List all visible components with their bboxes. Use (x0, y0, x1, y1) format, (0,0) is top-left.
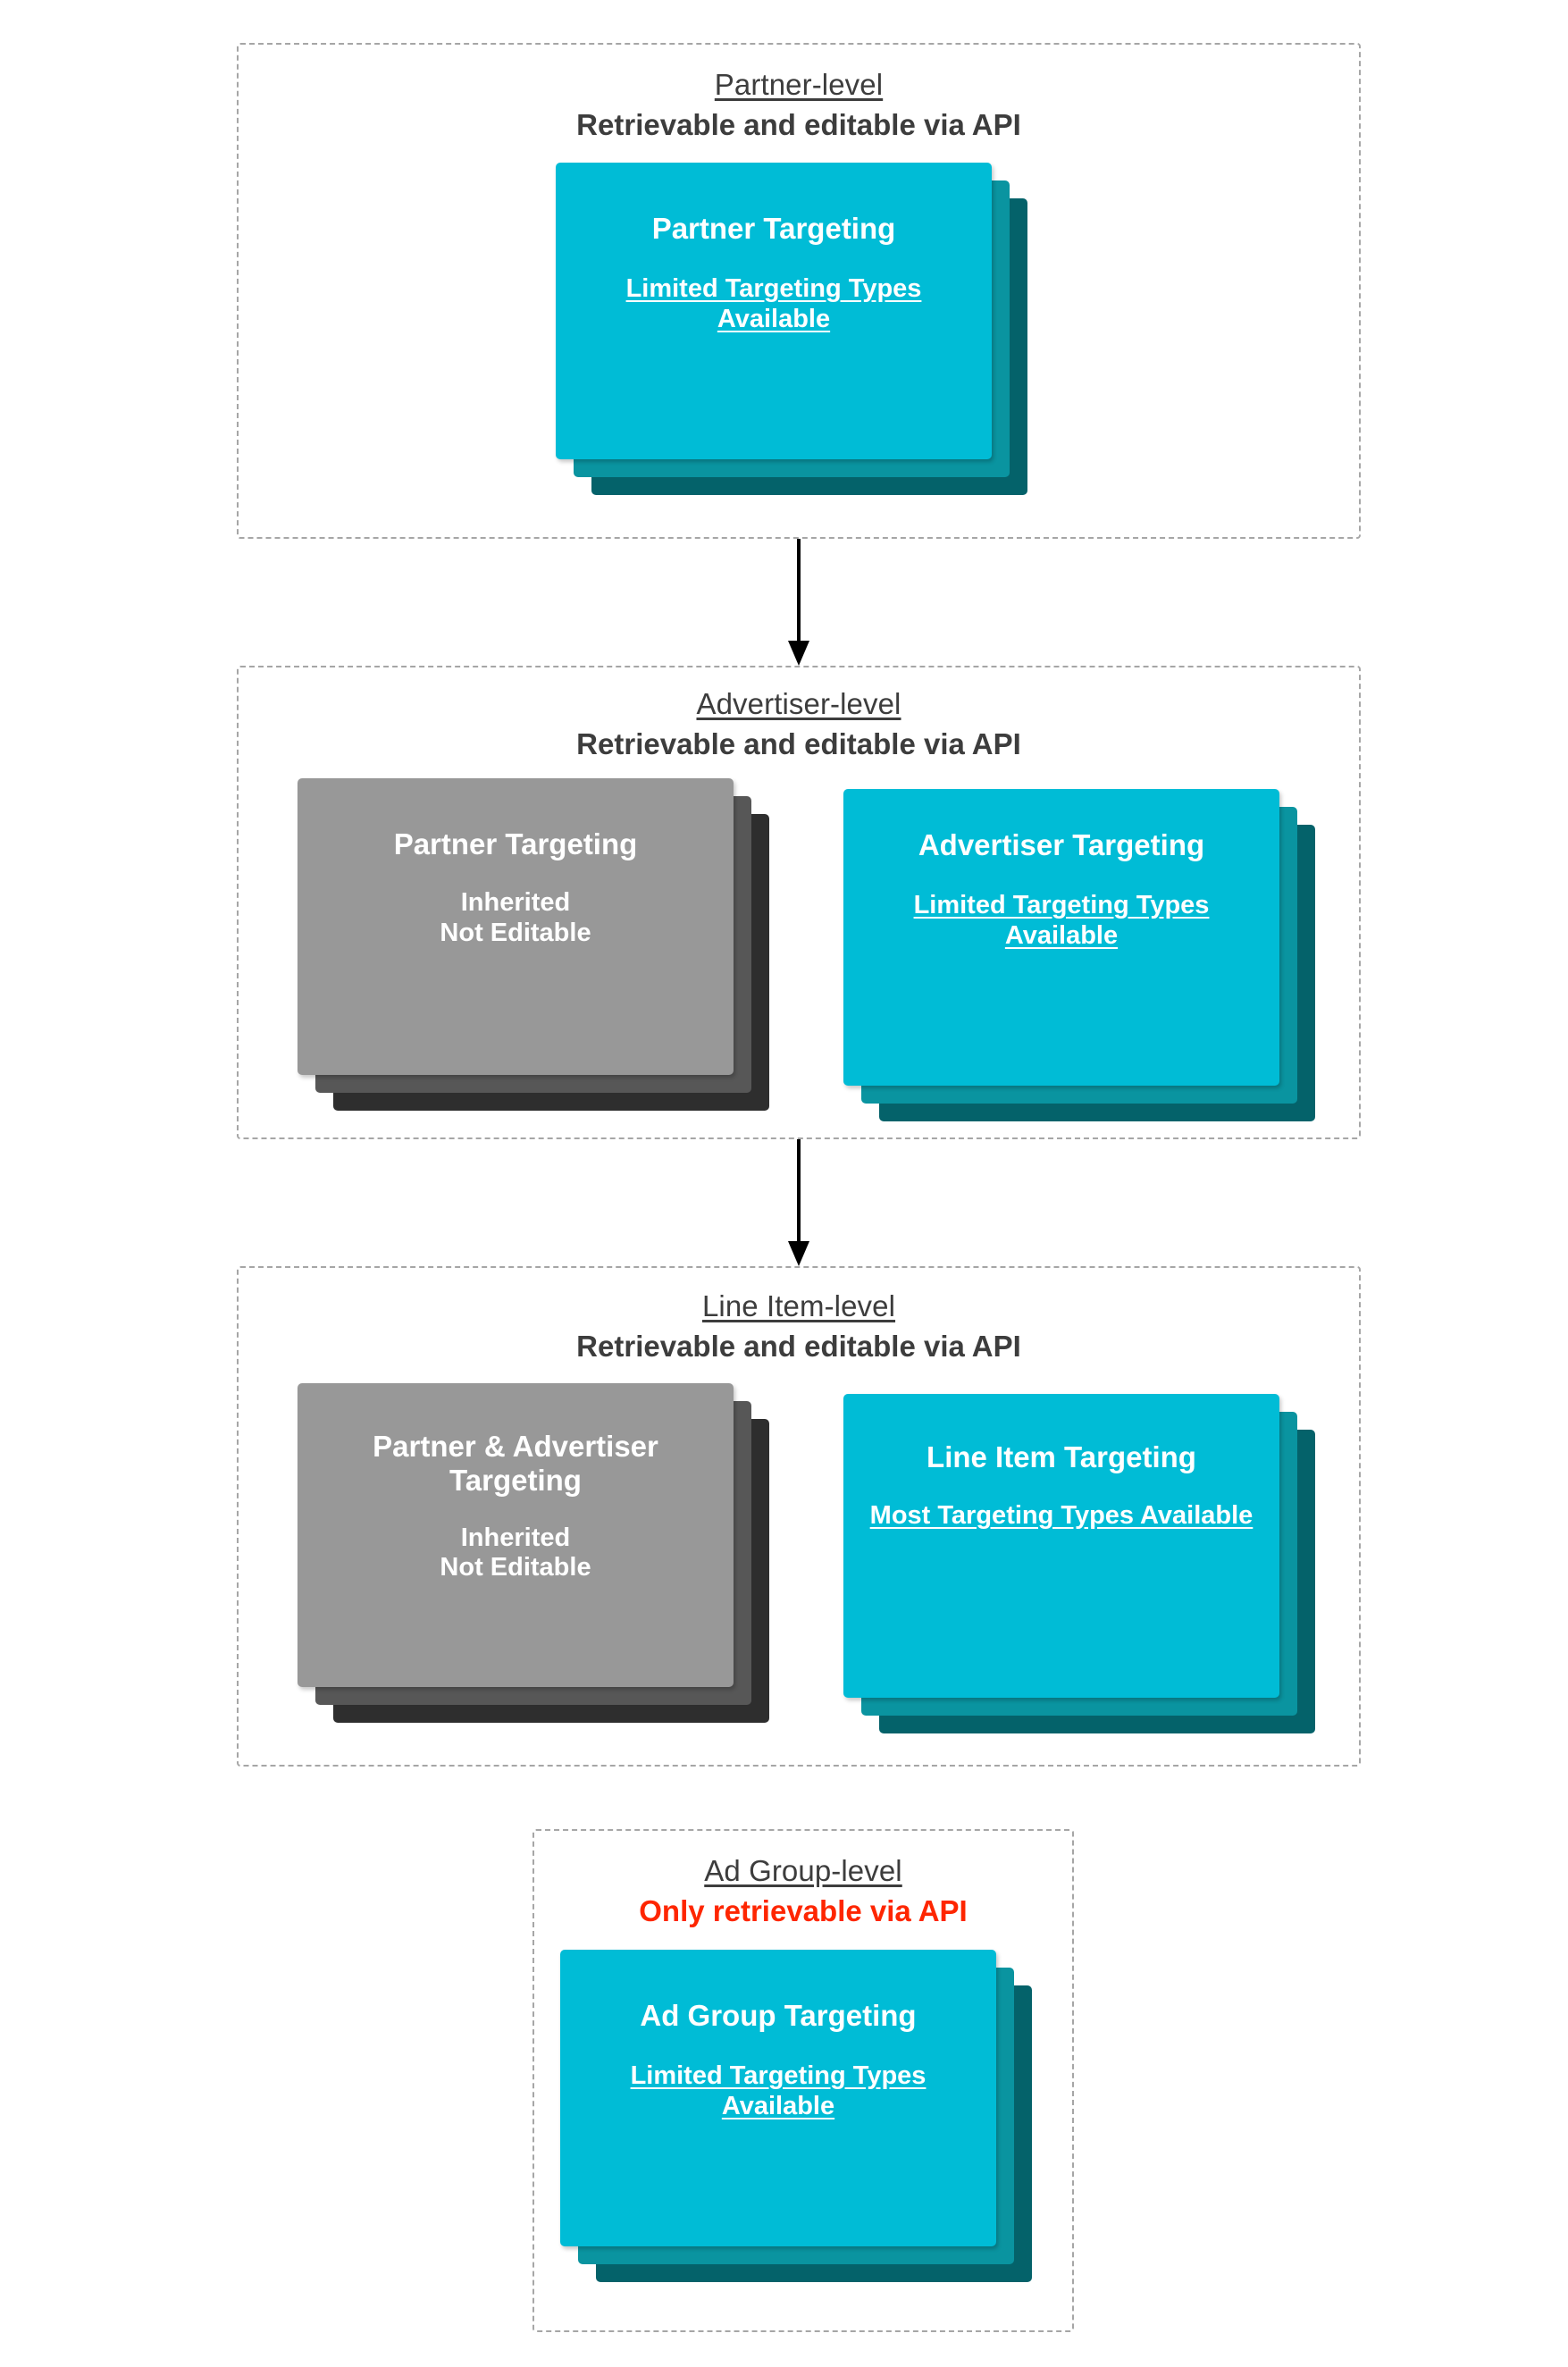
level-container-line-item: Line Item-level Retrievable and editable… (237, 1266, 1361, 1767)
arrow-shaft (797, 539, 801, 642)
arrow-head-icon (788, 641, 809, 666)
card-subtitle: Inherited Not Editable (440, 888, 591, 947)
card-stack-ad-group-targeting[interactable]: Ad Group Targeting Limited Targeting Typ… (560, 1950, 1032, 2282)
card-subtitle: Most Targeting Types Available (869, 1501, 1254, 1531)
card-front-line-item-targeting[interactable]: Line Item Targeting Most Targeting Types… (843, 1394, 1279, 1698)
card-subtitle: Limited Targeting Types Available (625, 274, 922, 333)
card-front-partner-targeting[interactable]: Partner Targeting Limited Targeting Type… (556, 163, 992, 459)
level-heading-ad-group: Ad Group-level Only retrievable via API (534, 1854, 1072, 1929)
card-front-inherited-partner-advertiser-targeting[interactable]: Partner & Advertiser Targeting Inherited… (298, 1383, 734, 1687)
card-stack-inherited-partner-advertiser-targeting[interactable]: Partner & Advertiser Targeting Inherited… (298, 1383, 769, 1723)
arrow-shaft (797, 1139, 801, 1243)
level-title-ad-group: Ad Group-level (704, 1854, 902, 1887)
arrow-head-icon (788, 1241, 809, 1266)
card-title: Partner Targeting (651, 212, 896, 245)
card-title: Partner Targeting (393, 827, 638, 860)
level-container-ad-group: Ad Group-level Only retrievable via API … (532, 1829, 1074, 2332)
connector-arrow-partner-to-advertiser (785, 539, 812, 666)
level-subtitle-advertiser: Retrievable and editable via API (576, 727, 1021, 761)
level-title-line-item: Line Item-level (701, 1289, 896, 1322)
card-title: Partner & Advertiser Targeting (373, 1430, 658, 1498)
level-heading-line-item: Line Item-level Retrievable and editable… (239, 1289, 1359, 1364)
level-title-partner: Partner-level (714, 68, 884, 101)
card-title: Advertiser Targeting (918, 828, 1205, 861)
level-container-advertiser: Advertiser-level Retrievable and editabl… (237, 666, 1361, 1139)
connector-arrow-advertiser-to-line-item (785, 1139, 812, 1266)
level-subtitle-line-item: Retrievable and editable via API (576, 1330, 1021, 1364)
level-title-advertiser: Advertiser-level (696, 687, 901, 720)
card-stack-line-item-targeting[interactable]: Line Item Targeting Most Targeting Types… (843, 1394, 1315, 1733)
card-subtitle: Inherited Not Editable (440, 1523, 591, 1582)
level-heading-advertiser: Advertiser-level Retrievable and editabl… (239, 687, 1359, 762)
card-stack-advertiser-targeting[interactable]: Advertiser Targeting Limited Targeting T… (843, 789, 1315, 1121)
card-subtitle: Limited Targeting Types Available (913, 891, 1210, 950)
card-front-ad-group-targeting[interactable]: Ad Group Targeting Limited Targeting Typ… (560, 1950, 996, 2246)
card-title: Line Item Targeting (927, 1440, 1196, 1473)
card-stack-partner-targeting[interactable]: Partner Targeting Limited Targeting Type… (556, 163, 1027, 495)
card-front-advertiser-targeting[interactable]: Advertiser Targeting Limited Targeting T… (843, 789, 1279, 1086)
card-stack-inherited-partner-targeting[interactable]: Partner Targeting Inherited Not Editable (298, 778, 769, 1111)
level-heading-partner: Partner-level Retrievable and editable v… (239, 68, 1359, 143)
level-subtitle-ad-group: Only retrievable via API (639, 1894, 968, 1928)
card-front-inherited-partner-targeting[interactable]: Partner Targeting Inherited Not Editable (298, 778, 734, 1075)
level-subtitle-partner: Retrievable and editable via API (576, 108, 1021, 142)
card-title: Ad Group Targeting (640, 1999, 917, 2032)
card-subtitle: Limited Targeting Types Available (630, 2061, 927, 2120)
level-container-partner: Partner-level Retrievable and editable v… (237, 43, 1361, 539)
